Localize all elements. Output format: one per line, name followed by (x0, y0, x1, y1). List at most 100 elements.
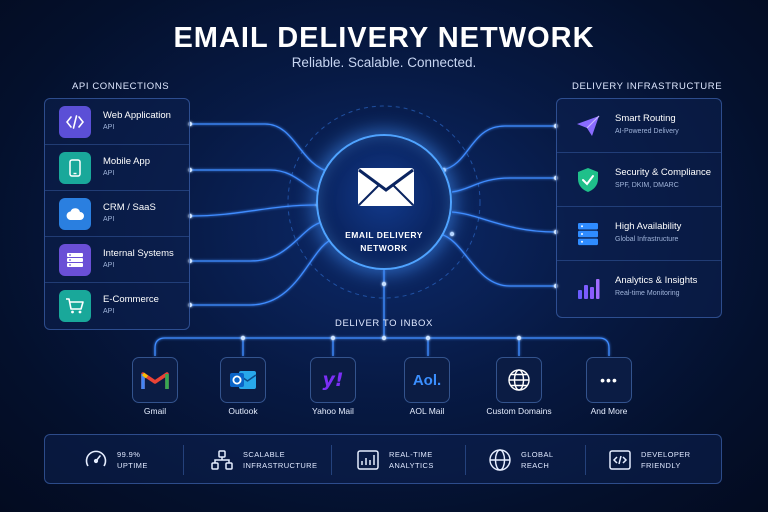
stat-uptime: 99.9% UPTIME (83, 435, 193, 485)
hub-label-line2: NETWORK (360, 243, 408, 253)
page-subtitle: Reliable. Scalable. Connected. (291, 55, 477, 70)
api-item-sub: API (103, 170, 115, 177)
connector-dot (516, 335, 522, 341)
envelope-icon (358, 168, 414, 206)
yahoo-glyph: y! (322, 369, 344, 391)
infra-item-label: Smart Routing (615, 113, 676, 124)
infra-item-label: Analytics & Insights (615, 275, 698, 286)
shield-check-icon (573, 165, 603, 195)
stat-line1: GLOBAL (521, 450, 554, 459)
deliver-to-inbox-heading: DELIVER TO INBOX (335, 318, 433, 329)
provider-label-gmail: Gmail (143, 406, 167, 416)
divider (183, 445, 184, 475)
divider (331, 445, 332, 475)
connector-dot (240, 335, 246, 341)
stat-developer: DEVELOPER FRIENDLY (607, 435, 717, 485)
divider (465, 445, 466, 475)
api-item-mobile-app[interactable]: Mobile App API (45, 145, 189, 191)
connector-dot (381, 335, 387, 341)
connector-mobile-app (190, 169, 321, 193)
server-stack-icon (573, 219, 603, 249)
api-item-ecommerce[interactable]: E-Commerce API (45, 283, 189, 329)
more-glyph: ••• (600, 372, 618, 388)
infra-item-label: Security & Compliance (615, 167, 712, 178)
connector-dot (381, 281, 387, 287)
stat-line2: FRIENDLY (641, 461, 681, 470)
stat-global: GLOBAL REACH (487, 435, 587, 485)
mobile-icon (59, 152, 91, 184)
server-icon (59, 244, 91, 276)
connector-availability (451, 211, 557, 233)
infra-item-sub: Global Infrastructure (615, 236, 679, 243)
connector-smart-routing (441, 125, 556, 171)
delivery-infrastructure-panel: Smart Routing AI-Powered Delivery Securi… (556, 98, 722, 318)
api-item-label: Internal Systems (103, 248, 174, 259)
api-item-sub: API (103, 262, 115, 269)
cloud-icon (59, 198, 91, 230)
stat-line1: DEVELOPER (641, 450, 691, 459)
infra-item-sub: AI-Powered Delivery (615, 128, 679, 135)
stat-line1: SCALABLE (243, 450, 285, 459)
divider (585, 445, 586, 475)
hub-label-line1: EMAIL DELIVERY (345, 230, 423, 240)
api-item-label: E-Commerce (103, 294, 159, 305)
infra-item-smart-routing[interactable]: Smart Routing AI-Powered Delivery (557, 99, 721, 153)
infra-item-sub: SPF, DKIM, DMARC (615, 182, 679, 189)
connector-internal-systems (190, 221, 323, 262)
delivery-infrastructure-heading: DELIVERY INFRASTRUCTURE (572, 81, 723, 92)
api-item-crm-saas[interactable]: CRM / SaaS API (45, 191, 189, 237)
connector-crm (189, 204, 317, 217)
api-item-sub: API (103, 308, 115, 315)
aol-glyph: Aol. (412, 371, 442, 389)
api-item-label: CRM / SaaS (103, 202, 156, 213)
globe-icon[interactable] (496, 357, 542, 403)
cart-icon (59, 290, 91, 322)
provider-label-outlook: Outlook (228, 406, 258, 416)
api-connections-panel: Web Application API Mobile App API CRM /… (44, 98, 190, 330)
bar-chart-icon (573, 273, 603, 303)
outlook-icon[interactable] (220, 357, 266, 403)
connector-dot (330, 335, 336, 341)
more-icon[interactable]: ••• (586, 357, 632, 403)
connector-dot (449, 231, 455, 237)
gauge-icon (83, 447, 109, 473)
analytics-icon (355, 447, 381, 473)
infra-item-sub: Real-time Monitoring (615, 290, 680, 297)
globe-icon (487, 447, 513, 473)
stat-line2: UPTIME (117, 461, 148, 470)
api-item-sub: API (103, 124, 115, 131)
stat-line2: REACH (521, 461, 550, 470)
features-bar: 99.9% UPTIME SCALABLE INFRASTRUCTURE REA… (44, 434, 722, 484)
provider-label-yahoo: Yahoo Mail (312, 406, 354, 416)
infra-item-high-availability[interactable]: High Availability Global Infrastructure (557, 207, 721, 261)
stat-realtime: REAL-TIME ANALYTICS (355, 435, 465, 485)
provider-label-custom-domains: Custom Domains (486, 406, 552, 416)
connector-analytics (439, 233, 556, 287)
connector-web-app (190, 123, 331, 173)
aol-icon[interactable]: Aol. (404, 357, 450, 403)
gmail-icon[interactable] (132, 357, 178, 403)
infra-item-security-compliance[interactable]: Security & Compliance SPF, DKIM, DMARC (557, 153, 721, 207)
connector-ecommerce (190, 237, 336, 306)
connector-security (451, 177, 556, 193)
api-item-sub: API (103, 216, 115, 223)
paper-plane-icon (573, 111, 603, 141)
api-item-label: Web Application (103, 110, 171, 121)
stat-scalable: SCALABLE INFRASTRUCTURE (209, 435, 329, 485)
email-delivery-hub[interactable]: EMAIL DELIVERY NETWORK (316, 134, 452, 270)
api-item-internal-systems[interactable]: Internal Systems API (45, 237, 189, 283)
infra-item-analytics-insights[interactable]: Analytics & Insights Real-time Monitorin… (557, 261, 721, 315)
yahoo-icon[interactable]: y! (310, 357, 356, 403)
hub-orbit-ring (287, 105, 481, 299)
nodes-icon (209, 447, 235, 473)
connector-dot (425, 335, 431, 341)
page-title: EMAIL DELIVERY NETWORK (173, 22, 595, 54)
api-item-label: Mobile App (103, 156, 151, 167)
provider-label-aol: AOL Mail (409, 406, 445, 416)
code-icon (607, 447, 633, 473)
stat-line2: ANALYTICS (389, 461, 434, 470)
code-icon (59, 106, 91, 138)
stat-line1: REAL-TIME (389, 450, 433, 459)
api-item-web-application[interactable]: Web Application API (45, 99, 189, 145)
api-connections-heading: API CONNECTIONS (72, 81, 170, 92)
